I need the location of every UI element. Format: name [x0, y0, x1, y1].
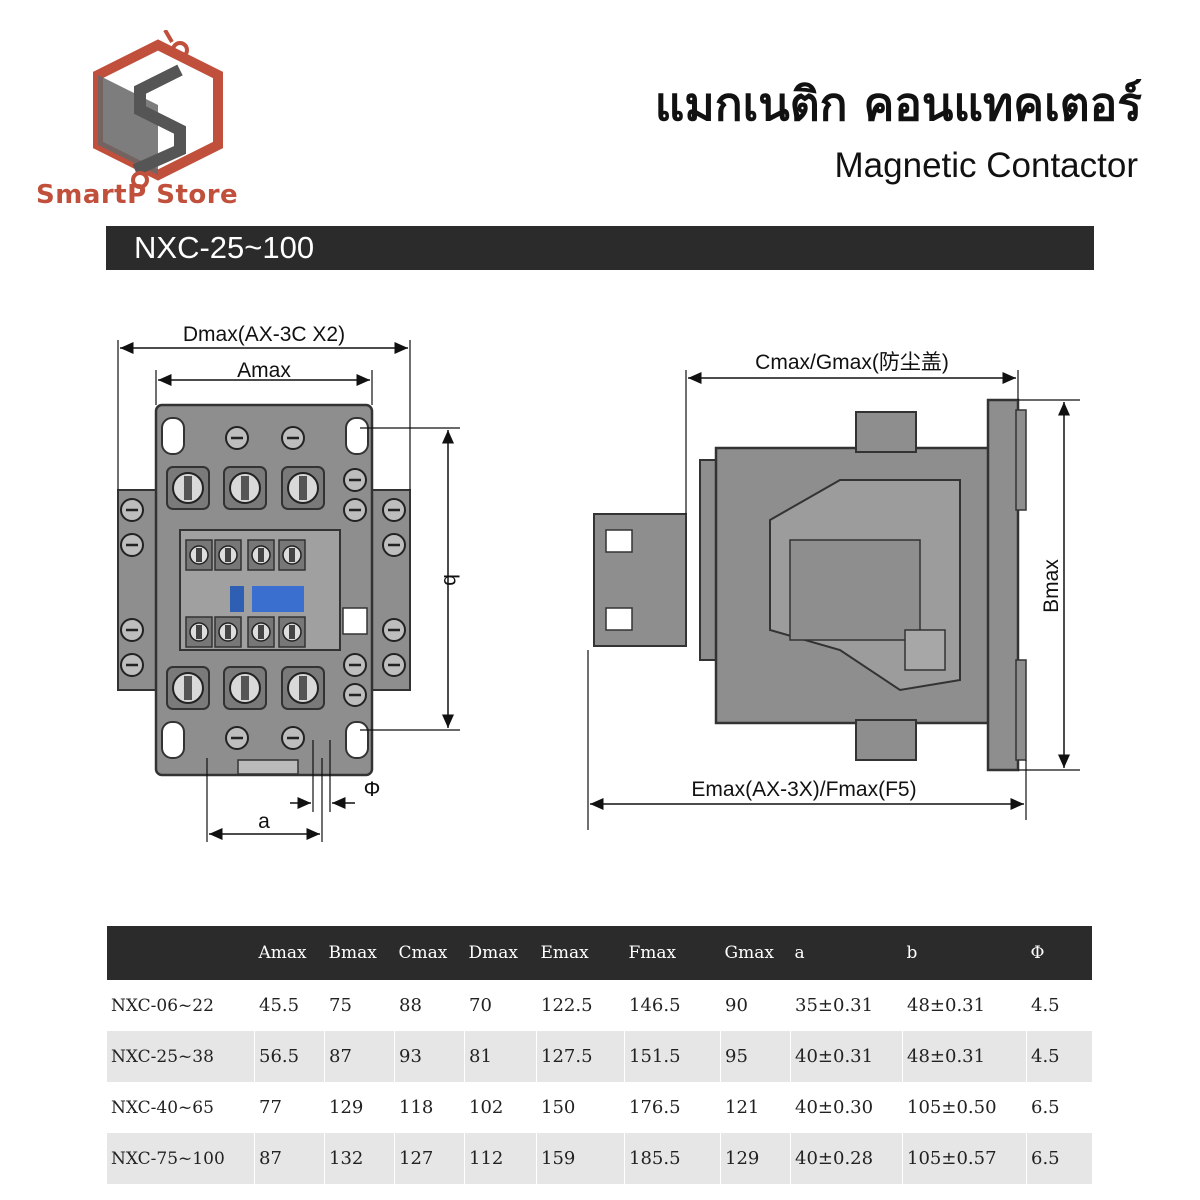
table-header-cell: Gmax: [720, 926, 791, 980]
table-header-cell: Φ: [1026, 926, 1092, 980]
page-title-english: Magnetic Contactor: [834, 146, 1138, 185]
table-cell: 150: [536, 1082, 625, 1133]
side-view: [593, 398, 1027, 772]
table-cell: 105±0.57: [902, 1133, 1027, 1184]
table-cell: 40±0.30: [790, 1082, 903, 1133]
table-cell: 75: [324, 980, 395, 1031]
table-cell: 45.5: [254, 980, 325, 1031]
table-cell: 105±0.50: [902, 1082, 1027, 1133]
table-cell: 132: [324, 1133, 395, 1184]
table-header-cell: [106, 926, 255, 980]
table-header-cell: a: [790, 926, 903, 980]
table-cell: 146.5: [624, 980, 721, 1031]
table-cell: 121: [720, 1082, 791, 1133]
table-header-cell: b: [902, 926, 1027, 980]
table-cell: 40±0.31: [790, 1031, 903, 1082]
table-cell: 176.5: [624, 1082, 721, 1133]
table-cell: NXC-75~100: [106, 1133, 255, 1184]
table-cell: 70: [464, 980, 537, 1031]
amax-label: Amax: [237, 359, 291, 382]
table-header-cell: Fmax: [624, 926, 721, 980]
table-row: NXC-25~38 56.5 87 93 81 127.5 151.5 95 4…: [106, 1031, 1092, 1082]
table-cell: 77: [254, 1082, 325, 1133]
table-header-cell: Amax: [254, 926, 325, 980]
table-header-cell: Emax: [536, 926, 625, 980]
table-cell: 48±0.31: [902, 1031, 1027, 1082]
a-label: a: [258, 810, 270, 833]
table-row: NXC-40~65 77 129 118 102 150 176.5 121 4…: [106, 1082, 1092, 1133]
model-bar: NXC-25~100: [106, 226, 1094, 270]
table-cell: 159: [536, 1133, 625, 1184]
bmax-label: Bmax: [1040, 559, 1063, 613]
table-cell: NXC-25~38: [106, 1031, 255, 1082]
table-cell: 95: [720, 1031, 791, 1082]
brand-name: SmartP Store: [36, 180, 239, 210]
table-cell: 87: [324, 1031, 395, 1082]
table-cell: 127: [394, 1133, 465, 1184]
table-cell: 6.5: [1026, 1133, 1092, 1184]
table-header-row: Amax Bmax Cmax Dmax Emax Fmax Gmax a b Φ: [106, 926, 1092, 980]
table-cell: 88: [394, 980, 465, 1031]
table-cell: 129: [324, 1082, 395, 1133]
dmax-label: Dmax(AX-3C X2): [183, 323, 345, 346]
table-cell: NXC-06~22: [106, 980, 255, 1031]
table-cell: 4.5: [1026, 980, 1092, 1031]
dimension-drawing: Dmax(AX-3C X2) Amax b a Φ Cmax/Gmax(防尘盖)…: [117, 323, 1080, 842]
table-cell: 81: [464, 1031, 537, 1082]
model-label: NXC-25~100: [134, 230, 315, 265]
emax-label: Emax(AX-3X)/Fmax(F5): [691, 778, 916, 801]
table-cell: 90: [720, 980, 791, 1031]
table-cell: 129: [720, 1133, 791, 1184]
table-row: NXC-75~100 87 132 127 112 159 185.5 129 …: [106, 1133, 1092, 1184]
phi-label: Φ: [364, 778, 381, 801]
table-cell: 102: [464, 1082, 537, 1133]
table-cell: 4.5: [1026, 1031, 1092, 1082]
table-header-cell: Bmax: [324, 926, 395, 980]
table-cell: 185.5: [624, 1133, 721, 1184]
front-view: [117, 403, 411, 777]
table-cell: 56.5: [254, 1031, 325, 1082]
table-cell: 48±0.31: [902, 980, 1027, 1031]
table-cell: 118: [394, 1082, 465, 1133]
table-row: NXC-06~22 45.5 75 88 70 122.5 146.5 90 3…: [106, 980, 1092, 1031]
table-cell: 127.5: [536, 1031, 625, 1082]
table-cell: NXC-40~65: [106, 1082, 255, 1133]
cmax-label: Cmax/Gmax(防尘盖): [755, 351, 949, 374]
table-header-cell: Dmax: [464, 926, 537, 980]
table-cell: 6.5: [1026, 1082, 1092, 1133]
dimension-table: Amax Bmax Cmax Dmax Emax Fmax Gmax a b Φ…: [106, 926, 1092, 1184]
table-cell: 87: [254, 1133, 325, 1184]
table-header-cell: Cmax: [394, 926, 465, 980]
table-cell: 151.5: [624, 1031, 721, 1082]
table-cell: 40±0.28: [790, 1133, 903, 1184]
page-title-thai: แมกเนติก คอนแทคเตอร์: [654, 77, 1142, 131]
table-cell: 93: [394, 1031, 465, 1082]
b-label: b: [439, 574, 462, 586]
store-logo-icon: [93, 30, 223, 189]
table-cell: 122.5: [536, 980, 625, 1031]
table-cell: 112: [464, 1133, 537, 1184]
table-cell: 35±0.31: [790, 980, 903, 1031]
